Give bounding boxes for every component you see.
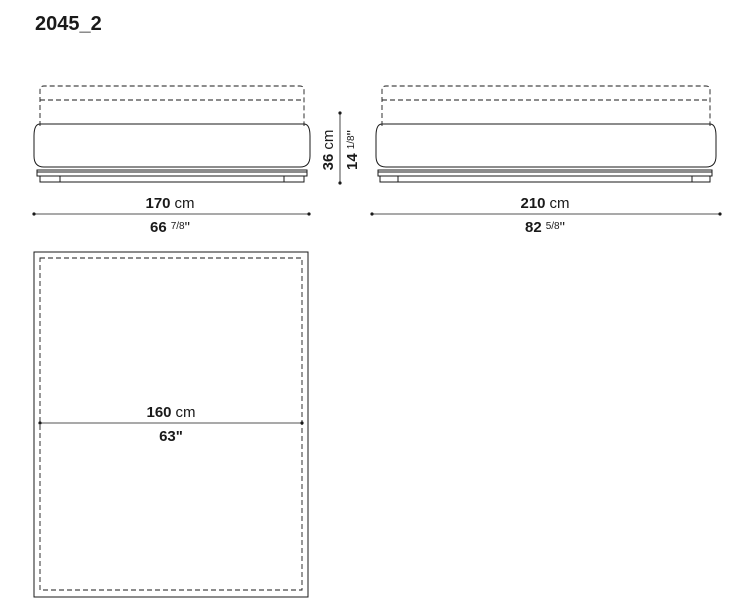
side-length-dimension-end-left <box>370 212 374 216</box>
height-cm-label: 36cm <box>320 130 337 171</box>
front-mattress-body <box>33 123 311 168</box>
front-width-dimension-end-right <box>307 212 311 216</box>
model-code-title: 2045_2 <box>35 13 102 35</box>
plan-width-inch-label: 63" <box>159 428 183 445</box>
plan-width-dimension-end-right <box>300 421 304 425</box>
side-headboard-outline <box>381 85 711 126</box>
plan-outer-outline <box>33 251 309 598</box>
height-dimension-end-bottom <box>338 181 342 185</box>
height-dimension: 36cm 141/8" <box>320 111 361 185</box>
front-foot-left <box>39 175 61 183</box>
height-inch-label: 141/8" <box>344 130 361 170</box>
front-base <box>36 169 308 177</box>
side-foot-right <box>691 175 711 183</box>
plan-inner-dashed-outline <box>39 257 303 591</box>
front-width-dimension-end-left <box>32 212 36 216</box>
side-base <box>377 169 713 177</box>
front-foot-right <box>283 175 305 183</box>
front-headboard-outline <box>39 85 305 126</box>
side-foot-left <box>379 175 399 183</box>
side-mattress-body <box>375 123 717 168</box>
side-length-dimension-end-right <box>718 212 722 216</box>
height-dimension-end-top <box>338 111 342 115</box>
plan-width-dimension-end-left <box>38 421 42 425</box>
